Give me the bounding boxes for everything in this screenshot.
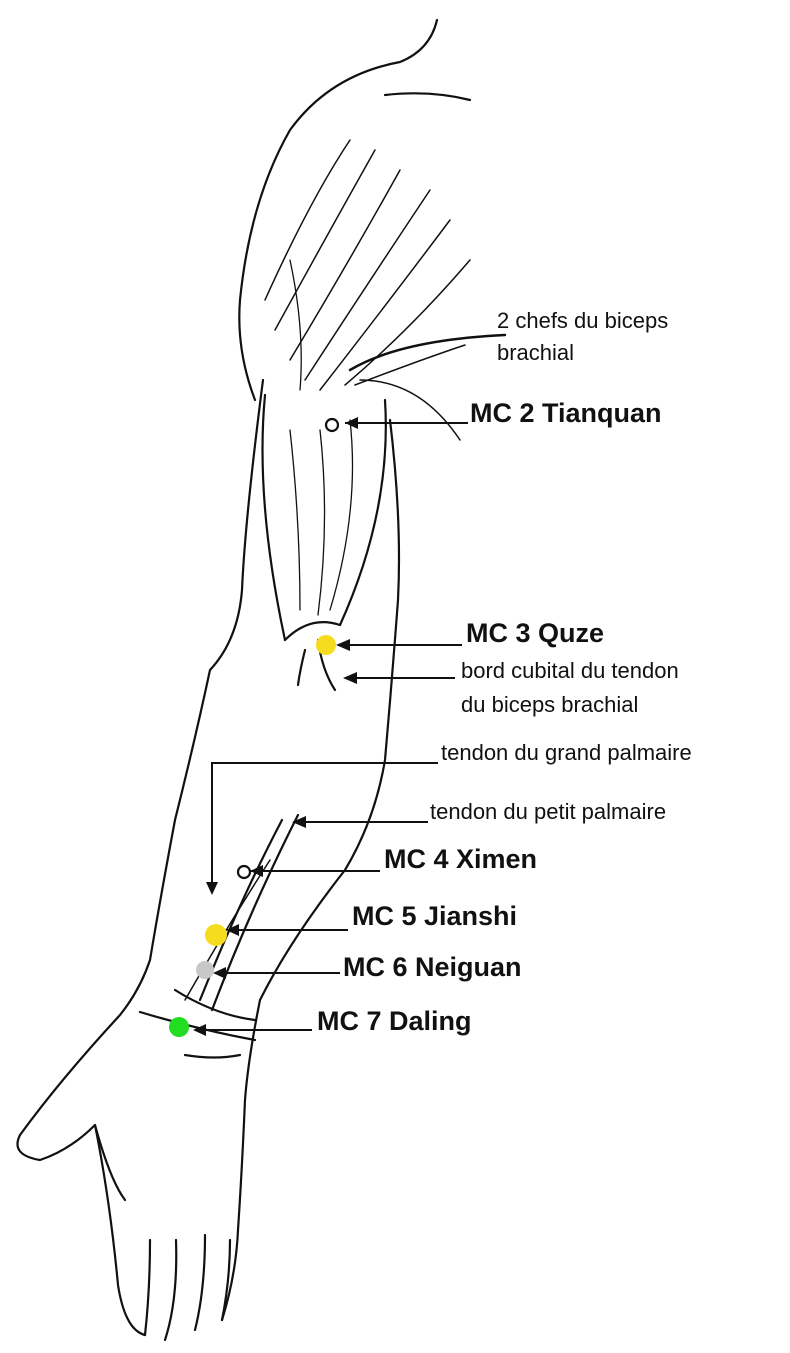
biceps-outer	[261, 393, 287, 642]
thumb	[93, 1123, 127, 1202]
mc5-label: MC 5 Jianshi	[352, 901, 518, 931]
finger-3	[193, 1233, 207, 1332]
finger-4	[220, 1238, 232, 1322]
biceps-inner	[338, 398, 387, 627]
arm-outer-contour	[16, 378, 265, 1337]
mc6-point	[196, 961, 214, 979]
mc3-label: MC 3 Quze	[466, 618, 605, 648]
arm-inner-contour	[220, 418, 401, 1322]
grand-palmaire-label: tendon du grand palmaire	[441, 740, 692, 765]
mc4-label: MC 4 Ximen	[384, 844, 538, 874]
shoulder-outline	[238, 18, 439, 402]
cubital-label-line1: bord cubital du tendon	[461, 658, 679, 683]
petit-palmaire-tendon	[210, 813, 300, 1012]
finger-1	[143, 1238, 152, 1337]
cubital-label-line2: du biceps brachial	[461, 692, 639, 717]
mc6-label: MC 6 Neiguan	[343, 952, 522, 982]
mc2-point	[324, 417, 340, 433]
biceps-label-line1: 2 chefs du biceps	[497, 308, 669, 333]
finger-2	[163, 1238, 178, 1342]
shoulder-crease	[383, 92, 472, 102]
mc7-label: MC 7 Daling	[317, 1006, 472, 1036]
biceps-label-line2: brachial	[497, 340, 575, 365]
petit-palmaire-label: tendon du petit palmaire	[430, 799, 667, 824]
mc5-point	[205, 924, 227, 946]
mc3-point	[316, 635, 336, 655]
mc7-point	[169, 1017, 189, 1037]
mc4-point	[236, 864, 252, 880]
mc2-label: MC 2 Tianquan	[470, 398, 662, 428]
